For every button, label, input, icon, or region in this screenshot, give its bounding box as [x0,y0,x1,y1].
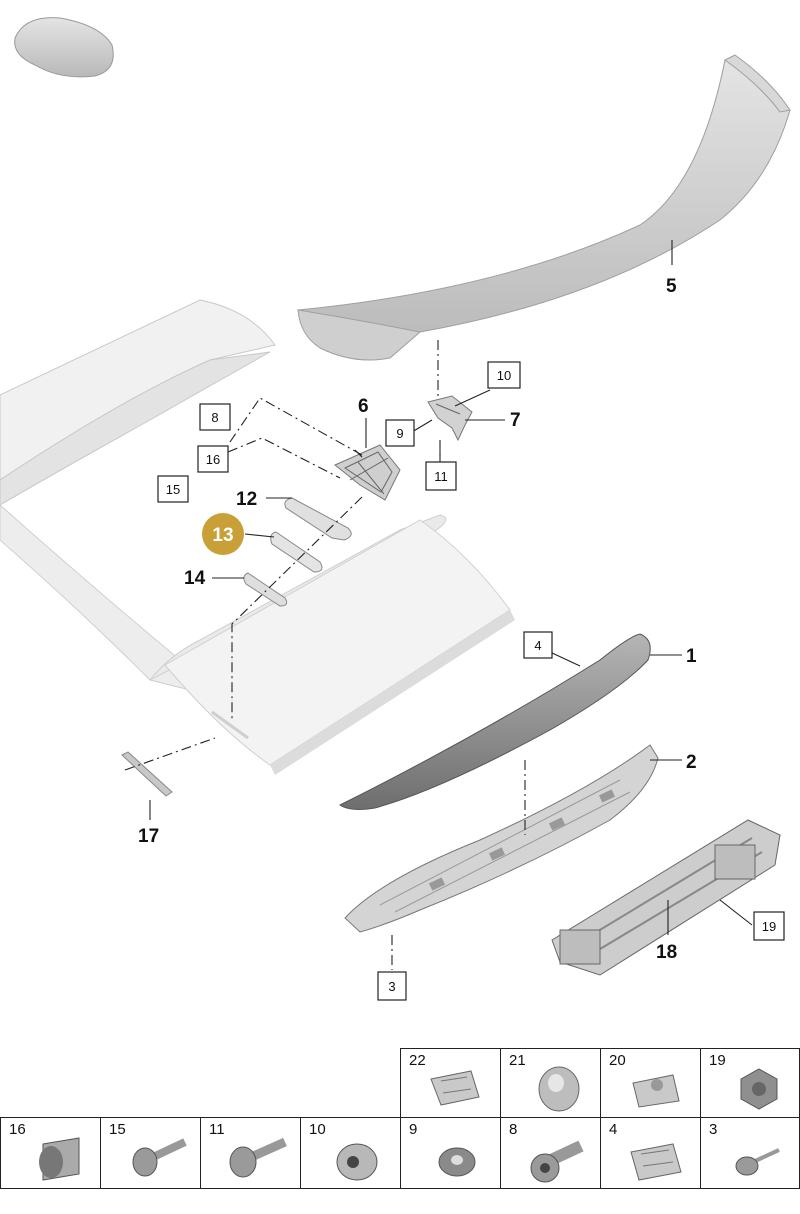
seal-part-13 [270,531,323,573]
svg-text:11: 11 [434,469,448,484]
callout-5: 5 [666,276,677,297]
callout-7: 7 [510,410,521,431]
legend-cell-9[interactable]: 9 [400,1117,501,1189]
tailgate-frame [0,299,515,775]
hex-nut-icon [740,1068,778,1110]
bolt-icon [229,1137,287,1178]
legend-number: 16 [9,1121,26,1138]
spring-clip-icon [630,1143,682,1181]
legend-number: 22 [409,1052,426,1069]
legend-cell-16[interactable]: 16 [0,1117,101,1189]
svg-text:15: 15 [166,482,180,497]
svg-text:9: 9 [396,426,403,441]
spring-clip-icon [430,1070,480,1106]
callout-6: 6 [358,396,369,417]
callout-14: 14 [184,568,206,589]
washer-icon [438,1147,476,1177]
legend-cell-8[interactable]: 8 [500,1117,601,1189]
boxed-callout-16: 16 [197,445,229,473]
callout-17: 17 [138,826,159,847]
boxed-callout-8: 8 [199,403,231,431]
leader-lines [149,240,753,935]
legend-number: 10 [309,1121,326,1138]
callout-2: 2 [686,752,697,773]
legend-cell-11[interactable]: 11 [200,1117,301,1189]
seal-part-14 [243,572,288,607]
legend-cell-3[interactable]: 3 [700,1117,800,1189]
bolt-icon [132,1138,187,1177]
legend-cell-19[interactable]: 19 [700,1048,800,1118]
clip-nut-icon [632,1074,680,1108]
legend-number: 11 [209,1121,225,1138]
callout-1: 1 [686,646,697,667]
legend-number: 9 [409,1121,418,1138]
svg-text:4: 4 [534,638,541,653]
boxed-callout-15: 15 [157,475,189,503]
legend-cell-15[interactable]: 15 [100,1117,201,1189]
boxed-callout-19: 19 [753,911,785,941]
tapping-screw-icon [735,1148,780,1176]
legend-cell-20[interactable]: 20 [600,1048,701,1118]
boxed-callout-11: 11 [425,461,457,491]
svg-text:3: 3 [388,979,395,994]
legend-cell-21[interactable]: 21 [500,1048,601,1118]
callout-18: 18 [656,942,677,963]
socket-bolt-icon [530,1140,584,1183]
legend-cell-22[interactable]: 22 [400,1048,501,1118]
svg-text:16: 16 [206,452,220,467]
callout-13-highlight[interactable]: 13 [202,513,244,555]
mount-clip-part [427,395,473,442]
boxed-callout-3: 3 [377,971,407,1001]
legend-number: 20 [609,1052,626,1069]
spoiler-lip-part [339,633,651,810]
trim-strip-part [121,751,173,797]
boxed-callout-10: 10 [487,361,521,389]
legend-number: 8 [509,1121,518,1138]
rear-spoiler-part [296,54,791,361]
boxed-callout-4: 4 [523,631,553,659]
svg-text:8: 8 [211,410,218,425]
callout-12: 12 [236,489,257,510]
grommet-part [14,17,114,78]
svg-text:10: 10 [497,368,511,383]
assembly-axis-lines [124,340,526,970]
socket-screw-icon [336,1143,378,1181]
legend-number: 21 [509,1052,526,1069]
legend-cell-10[interactable]: 10 [300,1117,401,1189]
rivet-nut-icon [39,1137,80,1181]
legend-number: 3 [709,1121,718,1138]
callout-13: 13 [212,525,233,546]
legend-number: 15 [109,1121,126,1138]
crossmember-part [551,819,781,976]
exploded-parts-diagram: 1 2 5 6 7 12 14 17 18 13 3 4 8 9 10 11 1… [0,17,791,1001]
svg-text:19: 19 [762,919,776,934]
legend-number: 4 [609,1121,618,1138]
spoiler-bracket-part [334,444,401,501]
legend-number: 19 [709,1052,726,1069]
seal-part-12 [284,497,352,541]
legend-cell-4[interactable]: 4 [600,1117,701,1189]
fastener-legend: 22 21 20 19 16 15 11 10 9 8 4 3 [0,1048,800,1214]
cap-plug-icon [538,1066,580,1112]
spoiler-carrier-part [344,744,659,933]
boxed-callout-9: 9 [385,419,415,447]
